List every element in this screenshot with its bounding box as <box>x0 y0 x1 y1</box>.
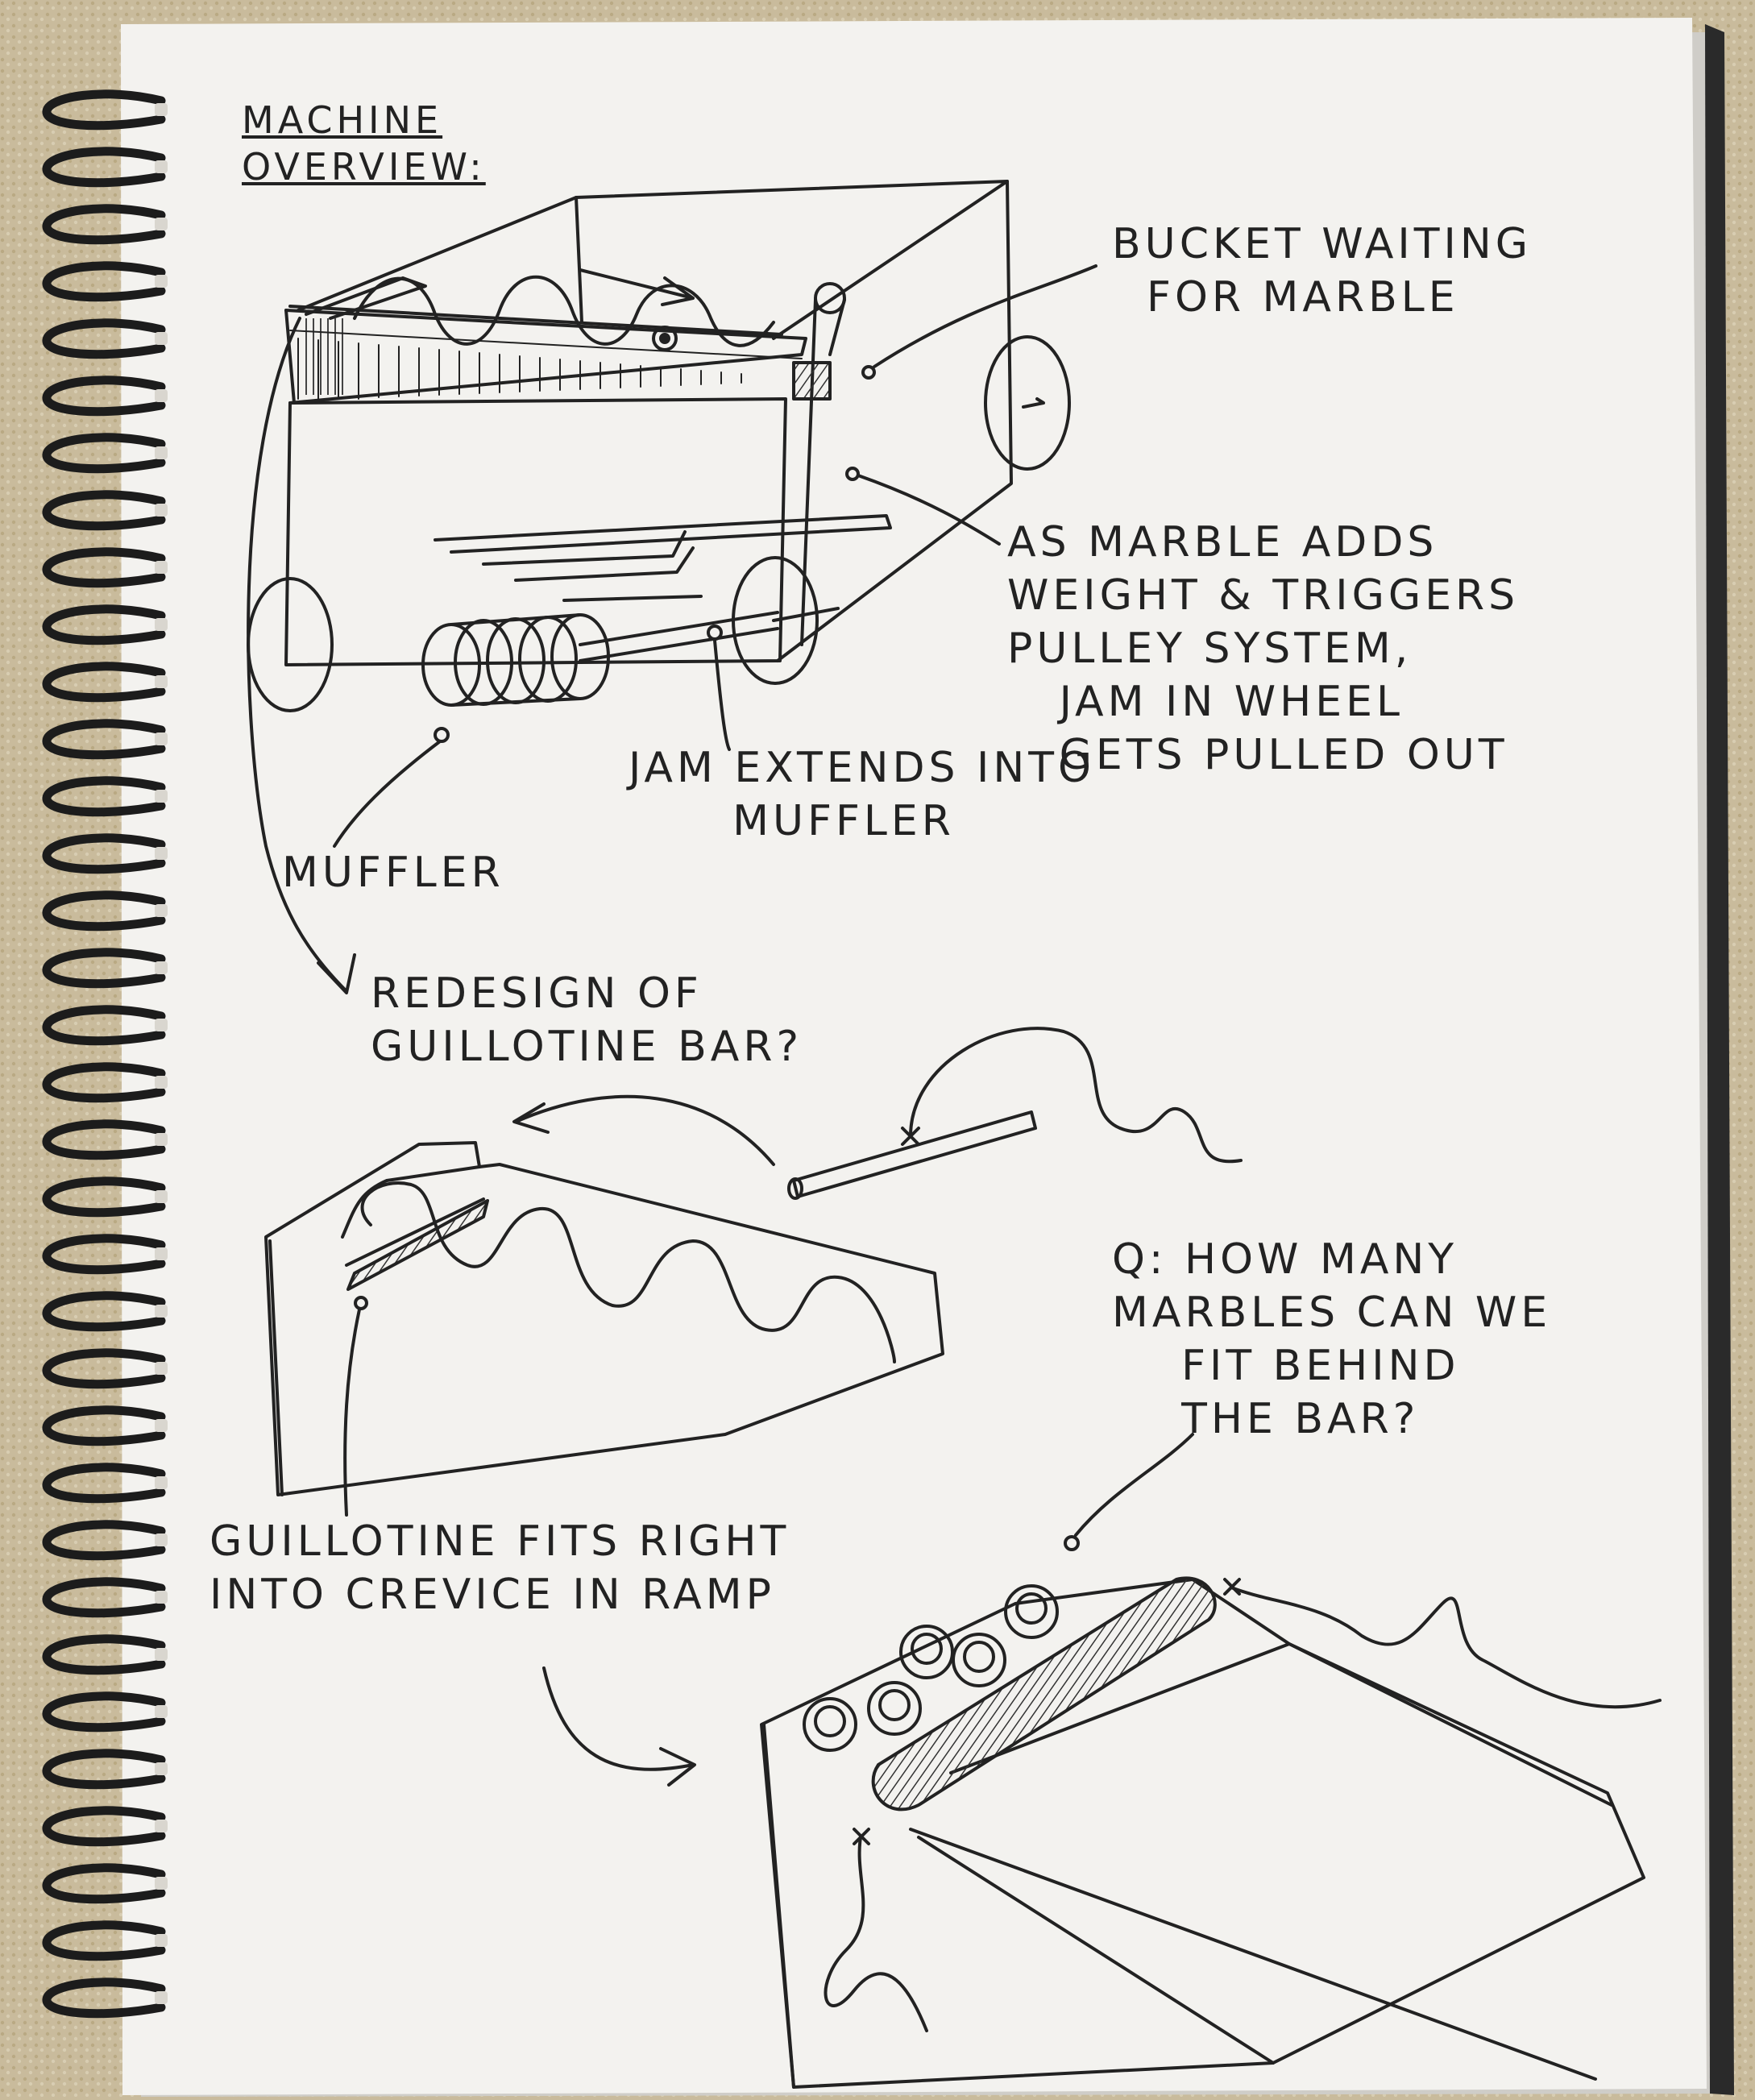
redesign-label: REDESIGN OF GUILLOTINE BAR? <box>371 969 803 1071</box>
page-title: MACHINE OVERVIEW: <box>242 98 486 189</box>
page-edge <box>1705 24 1734 2095</box>
muffler-label: MUFFLER <box>282 849 504 897</box>
question-label: Q: HOW MANY MARBLES CAN WE FIT BEHIND TH… <box>1112 1235 1552 1443</box>
bucket-label: BUCKET WAITING FOR MARBLE <box>1112 220 1533 322</box>
marble-ramp-sketch <box>760 1433 1662 2089</box>
guillotine-ramp-sketch <box>264 1027 1243 1787</box>
guillotine-label: GUILLOTINE FITS RIGHT INTO CREVICE IN RA… <box>210 1517 790 1619</box>
machine-sketch <box>247 180 1097 994</box>
spiral-binding <box>42 89 166 2019</box>
binding-holes <box>155 103 168 2004</box>
weight-trigger-label: AS MARBLE ADDS WEIGHT & TRIGGERS PULLEY … <box>1007 518 1520 779</box>
jam-label: JAM EXTENDS INTO MUFFLER <box>629 744 1095 845</box>
